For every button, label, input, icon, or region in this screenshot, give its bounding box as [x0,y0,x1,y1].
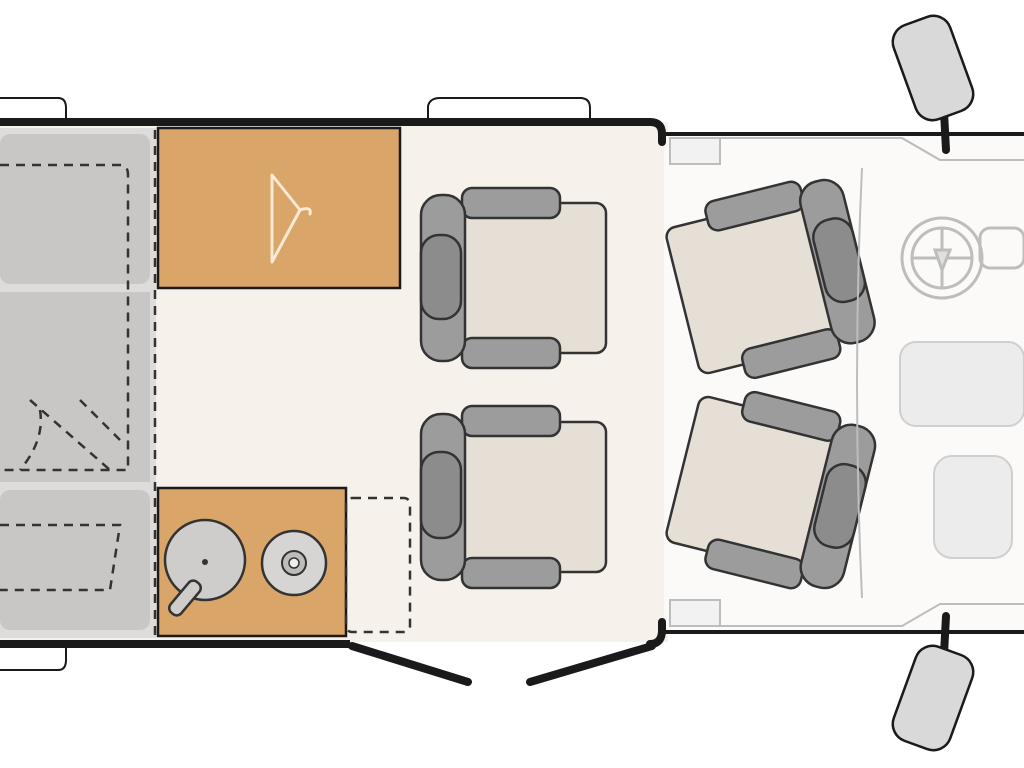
dashboard-console [899,341,1024,427]
wall-top [0,118,666,146]
window-top-left [0,97,67,118]
steering-wheel-icon [900,216,1024,300]
sink-icon [163,518,247,617]
wardrobe [156,126,402,290]
sliding-door-left [348,642,472,686]
seat-front-left [665,178,876,380]
window-bottom-left [0,648,67,671]
bed-dashed-outline-bottom [0,523,122,592]
bed-mattress-top [0,134,150,284]
hanger-icon [270,173,312,264]
mirror-left-icon [891,14,975,154]
seat-front-right [665,390,877,590]
stove-icon [260,529,328,597]
seat-rear-right [419,404,608,590]
seat-rear-left [419,186,608,370]
bed-mattress-mid [0,292,150,482]
passenger-footwell [933,455,1013,559]
window-top-center [427,97,591,118]
bed-dashed-outline-top [0,163,130,472]
bed-dashed-diagonal [19,399,121,471]
bed-mattress-bottom [0,490,150,630]
cab-wall [664,132,1024,634]
sliding-door-right [526,642,656,686]
mirror-right-icon [891,612,975,752]
